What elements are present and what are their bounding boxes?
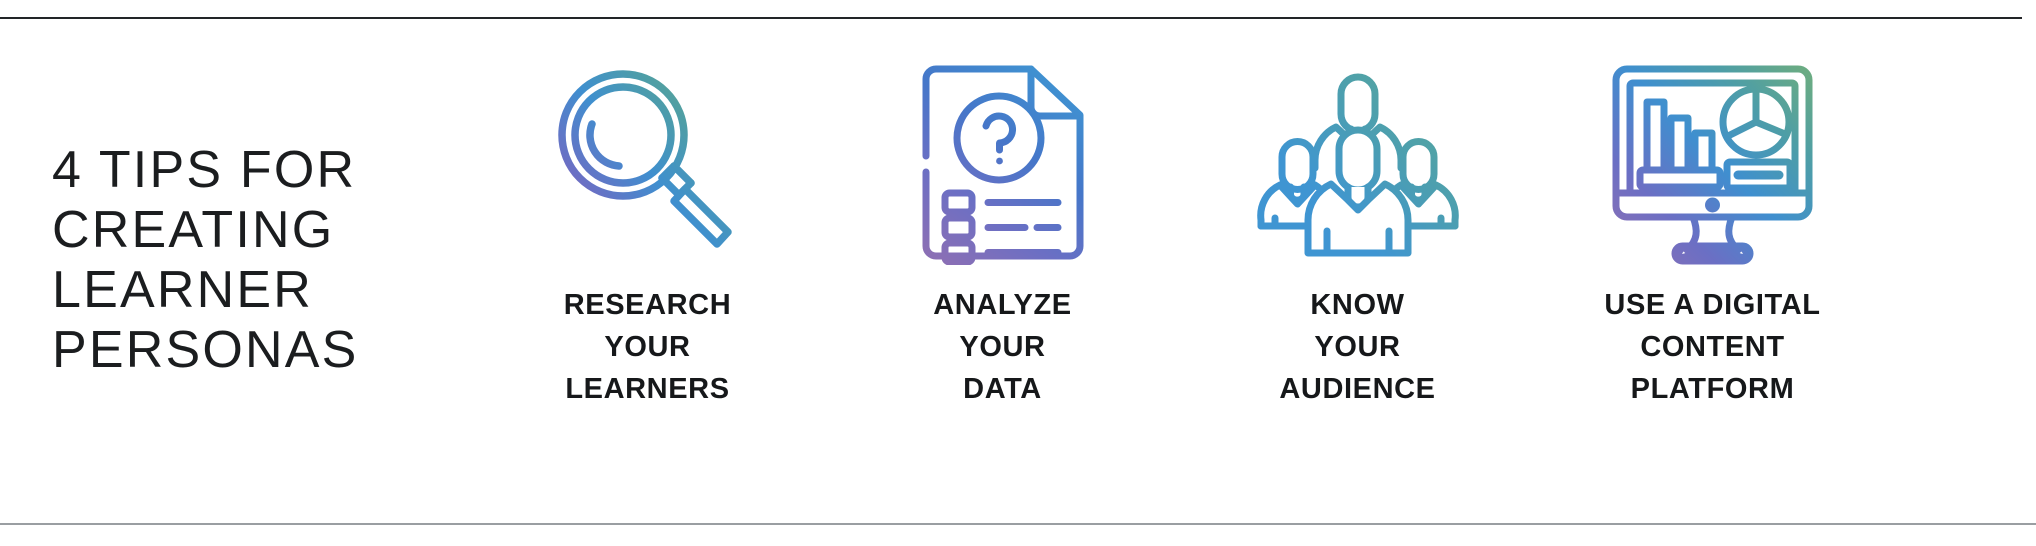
- page-title-line-2: CREATING: [52, 201, 335, 259]
- tip-label-line: USE A DIGITAL: [1604, 289, 1821, 321]
- tip-label-line: CONTENT: [1640, 331, 1785, 363]
- page-title-line-1: 4 TIPS FOR: [52, 141, 357, 199]
- page-title-line-4: PERSONAS: [52, 321, 359, 379]
- page-title-line-3: LEARNER: [52, 261, 314, 319]
- document-question-checklist-icon: [913, 55, 1093, 270]
- tip-label-line: YOUR: [959, 331, 1046, 363]
- tip-item-audience: KNOW YOUR AUDIENCE: [1180, 55, 1535, 410]
- desktop-monitor-analytics-icon: [1605, 55, 1820, 270]
- tip-item-analyze: ANALYZE YOUR DATA: [825, 55, 1180, 410]
- tip-label-line: DATA: [963, 373, 1042, 405]
- page-title: 4 TIPS FOR CREATING LEARNER PERSONAS: [52, 140, 452, 380]
- tip-label-platform: USE A DIGITAL CONTENT PLATFORM: [1604, 284, 1820, 410]
- tip-label-line: LEARNERS: [565, 373, 730, 405]
- tip-label-research: RESEARCH YOUR LEARNERS: [564, 284, 732, 410]
- top-divider-rule: [0, 17, 2022, 19]
- tip-label-line: YOUR: [604, 331, 691, 363]
- tip-label-line: PLATFORM: [1630, 373, 1795, 405]
- group-of-people-icon: [1253, 55, 1463, 270]
- tip-label-line: AUDIENCE: [1279, 373, 1436, 405]
- tip-label-analyze: ANALYZE YOUR DATA: [933, 284, 1071, 410]
- magnifying-glass-icon: [548, 55, 748, 270]
- tip-label-audience: KNOW YOUR AUDIENCE: [1279, 284, 1435, 410]
- tip-label-line: KNOW: [1310, 289, 1405, 321]
- tip-item-research: RESEARCH YOUR LEARNERS: [470, 55, 825, 410]
- tips-row: RESEARCH YOUR LEARNERS: [470, 55, 1890, 475]
- tip-label-line: YOUR: [1314, 331, 1401, 363]
- tip-label-line: ANALYZE: [933, 289, 1072, 321]
- tip-item-platform: USE A DIGITAL CONTENT PLATFORM: [1535, 55, 1890, 410]
- bottom-divider-rule: [0, 523, 2036, 525]
- tip-label-line: RESEARCH: [563, 289, 732, 321]
